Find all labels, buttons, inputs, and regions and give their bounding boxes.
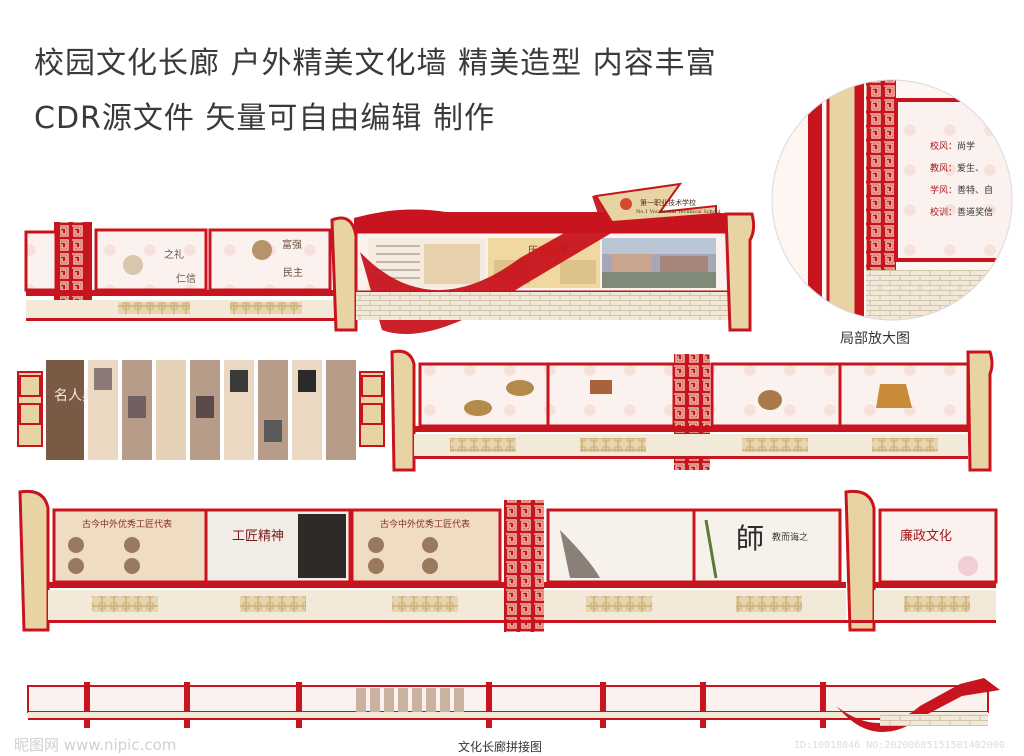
gongjiang-title: 工匠精神 — [232, 529, 284, 544]
detail-line: 校训：善道奖信 — [930, 208, 994, 218]
svg-text:富强: 富强 — [282, 238, 302, 251]
watermark-id: ID:10018046 NO:20200605151501402000 — [794, 740, 1005, 751]
row-4-spliced-wall — [27, 678, 1000, 732]
gongjiang-reps-title: 古今中外优秀工匠代表 — [82, 518, 172, 530]
detail-line: 校风：尚学 — [930, 142, 976, 152]
headline-line-1: 校园文化长廊 户外精美文化墙 精美造型 内容丰富 — [34, 46, 717, 81]
detail-zoom-circle — [771, 79, 1013, 321]
detail-text-block: 校风：尚学 教风：爱生、 学风：善特、自 校训：善道奖信 — [930, 136, 993, 224]
svg-text:之礼: 之礼 — [164, 248, 184, 261]
headline-line-2: CDR源文件 矢量可自由编辑 制作 — [34, 101, 495, 136]
detail-line: 教风：爱生、 — [930, 164, 985, 174]
row-2-wall: 名人典故 — [17, 349, 994, 472]
lianzheng-title: 廉政文化 — [900, 528, 952, 544]
school-name-cn: 第一职业技术学校 — [640, 198, 696, 207]
bottom-caption: 文化长廊拼接图 — [458, 740, 543, 754]
shi-subtitle: 教而诲之 — [772, 531, 808, 543]
detail-caption: 局部放大图 — [840, 331, 910, 347]
svg-text:仁信: 仁信 — [176, 273, 196, 285]
shi-character: 師 — [736, 522, 764, 555]
row-1-wall: 之礼 仁信 富强 民主 历史沿革 — [24, 182, 756, 335]
row-3-wall: 古今中外优秀工匠代表 工匠精神 古今中外优秀工匠代表 師 教而诲之 廉政文化 — [18, 489, 998, 632]
svg-text:民主: 民主 — [283, 267, 303, 279]
detail-line: 学风：善特、自 — [930, 186, 994, 196]
gongjiang-reps-title-2: 古今中外优秀工匠代表 — [380, 518, 470, 530]
watermark-site: 昵图网 www.nipic.com — [14, 736, 177, 754]
school-name-en: No.1 Vocational Technical School — [636, 209, 721, 215]
